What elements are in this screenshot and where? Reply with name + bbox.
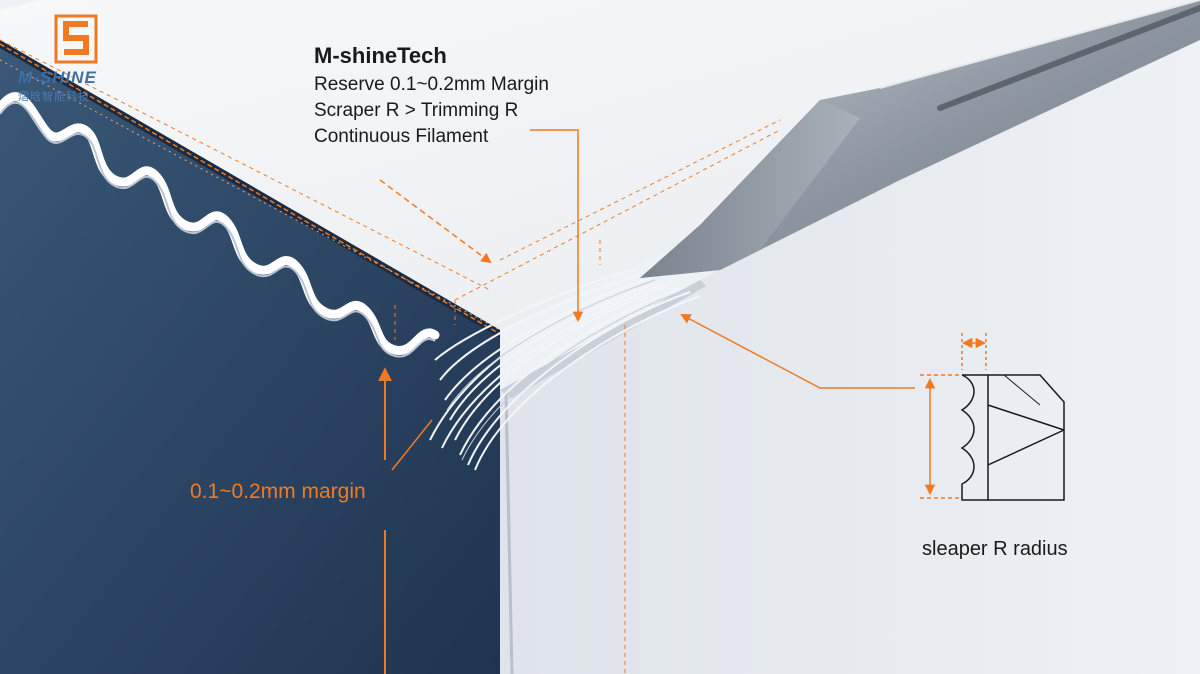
s-logo-icon	[54, 14, 98, 64]
margin-leader	[391, 419, 433, 471]
wavy-edge-band-shadow	[0, 101, 436, 358]
filament-shadow	[446, 279, 686, 461]
trimmed-board-face	[500, 10, 1200, 674]
callout-line-2: Scraper R > Trimming R	[314, 100, 519, 121]
dashed-guides	[0, 39, 781, 674]
callout-arrow-filament	[530, 129, 584, 323]
radius-profile-detail	[960, 374, 1065, 501]
callout-line-1: Reserve 0.1~0.2mm Margin	[314, 74, 549, 95]
radius-label: sleaper R radius	[922, 538, 1068, 560]
callout-arrow-top	[379, 179, 492, 264]
logo-subtitle: 熠晗智能科技	[18, 90, 90, 103]
brand-logo: M-SHINE 熠晗智能科技	[14, 14, 132, 103]
scraper-tool-bevel	[640, 100, 860, 278]
wavy-edge-band	[0, 92, 440, 355]
callout-line-3: Continuous Filament	[314, 126, 489, 147]
logo-wordmark: M-SHINE	[18, 68, 97, 87]
callout-title: M-shineTech	[314, 43, 447, 68]
radius-dimension	[920, 333, 987, 499]
callout-arrow-radius	[680, 314, 915, 389]
margin-label: 0.1~0.2mm margin	[190, 480, 366, 503]
scraper-tool-highlight	[879, 0, 1200, 89]
edge-band-orange-line	[0, 43, 501, 335]
filament-bundle	[429, 269, 701, 471]
board-dark-face	[0, 40, 500, 674]
callout-text-block: M-shineTech Reserve 0.1~0.2mm Margin Scr…	[314, 42, 549, 150]
scraper-tool-slot	[937, 5, 1200, 111]
trimmed-board-side-line	[504, 391, 514, 674]
